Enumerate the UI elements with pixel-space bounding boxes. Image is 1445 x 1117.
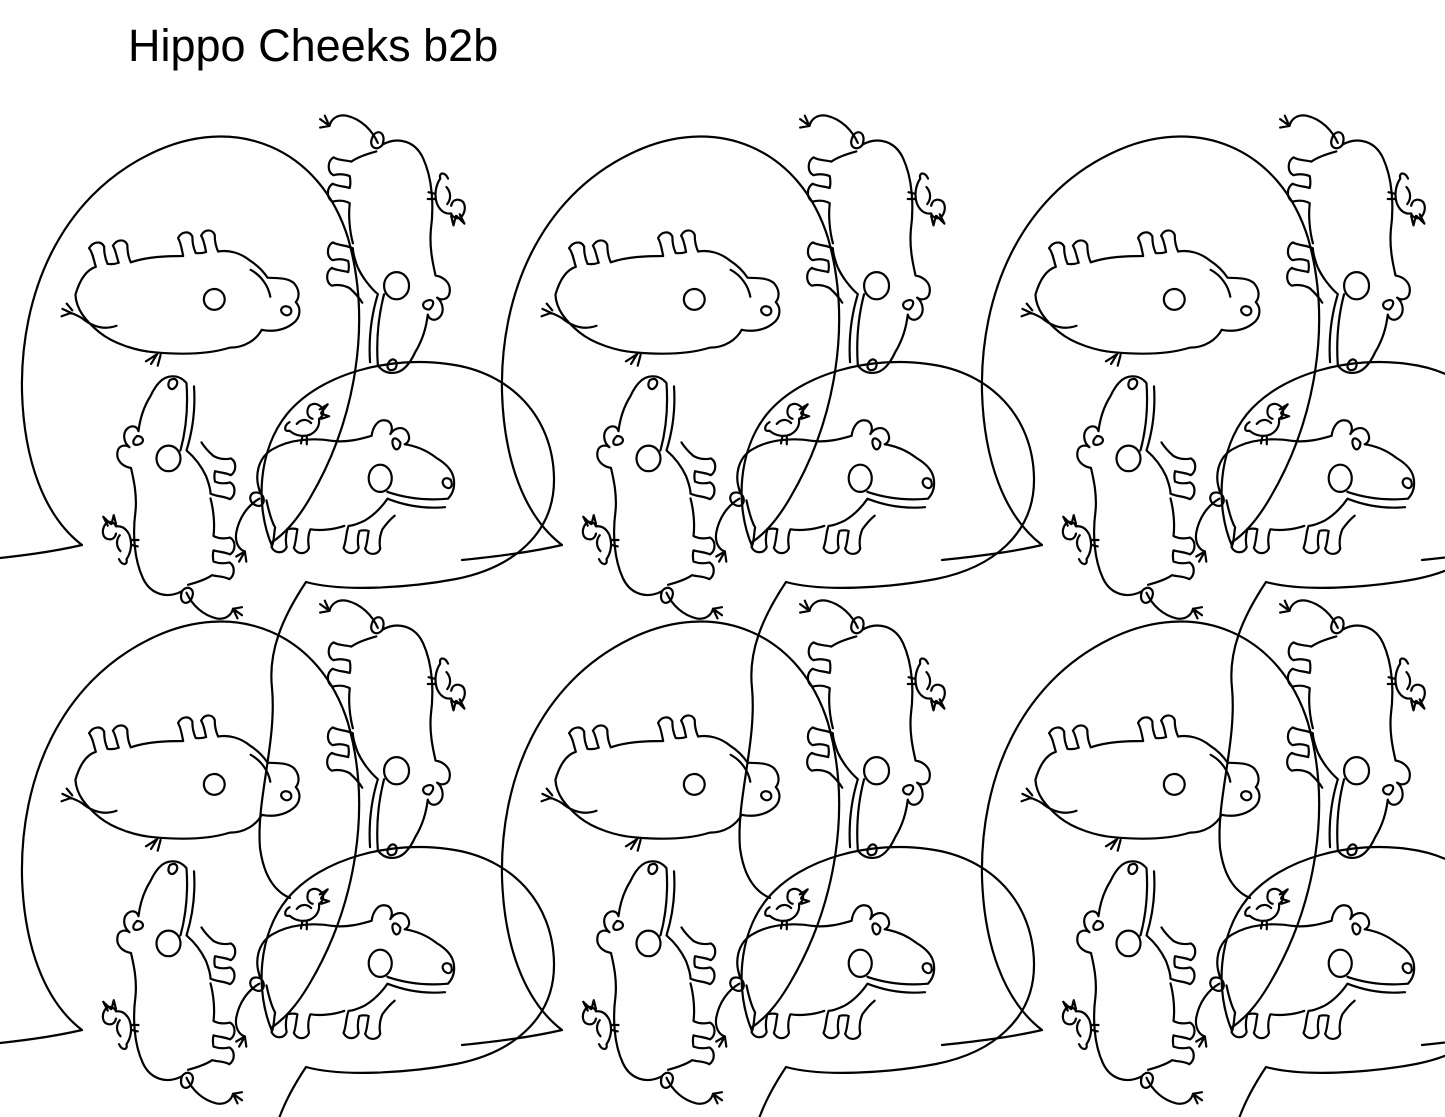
pattern-tiles	[0, 114, 1445, 1117]
hippo-upright	[249, 402, 456, 555]
hippo-head-down	[1286, 616, 1426, 859]
hippo-upright-tail	[1195, 982, 1221, 1048]
pattern-tile-r0-c0	[0, 114, 556, 900]
hippo-floating-upside-down	[53, 705, 306, 861]
hippo-upright	[1209, 402, 1416, 555]
hippo-head-down-tail	[319, 114, 379, 144]
hippo-head-down	[1286, 131, 1426, 374]
hippo-facing-up-tail	[665, 1076, 723, 1105]
cheek-loop-circle	[1420, 620, 1445, 1047]
hippo-floating-upside-down	[533, 705, 786, 861]
hippo-upright-tail	[1195, 497, 1221, 563]
hippo-floating-upside-down	[1013, 220, 1266, 376]
hippo-facing-up-tail	[1145, 591, 1203, 620]
hippo-floating-upside-down	[1013, 705, 1266, 861]
hippo-head-down	[806, 131, 946, 374]
page-title: Hippo Cheeks b2b	[128, 20, 499, 71]
hippo-facing-up	[582, 860, 717, 1089]
hippo-head-down-tail	[319, 599, 379, 629]
cheek-loop-circle	[0, 135, 361, 562]
pattern-tile-r0-c3	[1420, 135, 1445, 562]
hippo-floating-upside-down	[533, 220, 786, 376]
hippo-head-down	[326, 131, 466, 374]
cheek-loop-circle	[460, 135, 841, 562]
cheek-loop-circle	[940, 620, 1321, 1047]
cheek-loop-circle	[0, 620, 361, 1047]
pattern-tile-r1-c2	[940, 599, 1445, 1117]
pattern-tile-r0-c1	[460, 114, 1036, 900]
hippo-head-down-tail	[1279, 599, 1339, 629]
hippo-upright-tail	[235, 982, 261, 1048]
hippo-upright	[729, 887, 936, 1040]
hippo-upright	[729, 402, 936, 555]
cheek-loop-circle	[940, 135, 1321, 562]
pattern-tile-r1-c3	[1420, 620, 1445, 1047]
pattern-tile-r1-c1	[460, 599, 1036, 1117]
hippo-head-down-tail	[799, 599, 859, 629]
pattern-tile-r0-c2	[940, 114, 1445, 900]
hippo-facing-up	[1062, 375, 1197, 604]
hippo-floating-upside-down	[53, 220, 306, 376]
cheek-loop-oval	[1218, 845, 1445, 1117]
hippo-facing-up-tail	[185, 1076, 243, 1105]
hippo-head-down	[326, 616, 466, 859]
cheek-loop-circle	[460, 620, 841, 1047]
hippo-head-down-tail	[1279, 114, 1339, 144]
hippo-facing-up-tail	[665, 591, 723, 620]
hippo-upright	[249, 887, 456, 1040]
pattern-tile-r1-c0	[0, 599, 556, 1117]
hippo-facing-up	[102, 375, 237, 604]
hippo-upright	[1209, 887, 1416, 1040]
cheek-loop-circle	[1420, 135, 1445, 562]
hippo-facing-up-tail	[1145, 1076, 1203, 1105]
hippo-facing-up	[582, 375, 717, 604]
hippo-facing-up-tail	[185, 591, 243, 620]
hippo-facing-up	[1062, 860, 1197, 1089]
hippo-upright-tail	[715, 982, 741, 1048]
hippo-head-down	[806, 616, 946, 859]
hippo-facing-up	[102, 860, 237, 1089]
hippo-upright-tail	[715, 497, 741, 563]
hippo-upright-tail	[235, 497, 261, 563]
hippo-head-down-tail	[799, 114, 859, 144]
